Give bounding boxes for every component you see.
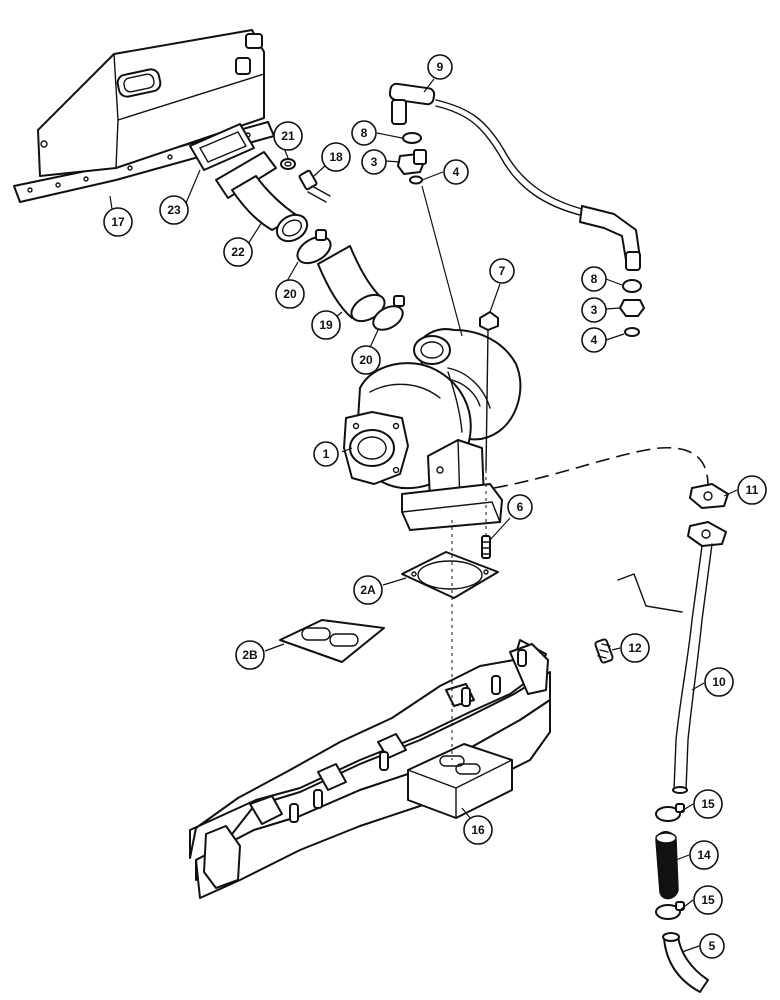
callout-8-upper: 8: [351, 120, 377, 146]
callout-3-lower: 3: [581, 297, 607, 323]
callout-16: 16: [463, 815, 493, 845]
callout-5: 5: [699, 933, 725, 959]
nut-and-stud: [479, 311, 499, 471]
washer: [280, 158, 296, 170]
oil-supply-line: [388, 82, 641, 271]
callout-9: 9: [427, 54, 453, 80]
fitting-lower: [619, 279, 645, 337]
elbow-gasket: [189, 123, 255, 171]
callout-2b: 2B: [235, 640, 265, 670]
svg-text:3: 3: [591, 303, 598, 317]
air-elbow: [215, 151, 309, 243]
svg-text:7: 7: [499, 264, 506, 278]
callout-12: 12: [620, 633, 650, 663]
svg-text:20: 20: [283, 287, 297, 301]
callout-7: 7: [489, 258, 515, 284]
callout-4-lower: 4: [581, 327, 607, 353]
callout-20-upper: 20: [275, 279, 305, 309]
callout-6: 6: [507, 494, 533, 520]
callout-15-lower: 15: [693, 885, 723, 915]
callout-21: 21: [273, 121, 303, 151]
callout-23: 23: [159, 195, 189, 225]
callout-14: 14: [689, 840, 719, 870]
callout-11: 11: [737, 475, 767, 505]
drain-hose-clamp-upper: [655, 803, 685, 822]
bolt: [298, 169, 331, 203]
svg-text:2B: 2B: [242, 648, 258, 662]
callout-leaders: [109, 78, 738, 953]
callout-17: 17: [103, 207, 133, 237]
drain-bolt: [594, 638, 614, 664]
fitting-upper: [397, 132, 427, 185]
turbocharger: [343, 328, 522, 531]
svg-text:9: 9: [437, 60, 444, 74]
svg-text:11: 11: [746, 483, 759, 497]
callout-8-lower: 8: [581, 266, 607, 292]
svg-text:23: 23: [167, 203, 181, 217]
svg-text:2A: 2A: [360, 583, 376, 597]
svg-text:20: 20: [359, 353, 373, 367]
exhaust-manifold: [189, 639, 551, 899]
svg-text:5: 5: [709, 939, 716, 953]
callout-20-lower: 20: [351, 345, 381, 375]
turbo-gasket: [401, 551, 499, 599]
alignment-lines: [421, 185, 709, 760]
callout-19: 19: [311, 310, 341, 340]
callout-18: 18: [321, 142, 351, 172]
drain-hose-clamp-lower: [655, 901, 685, 920]
manifold-gasket: [279, 619, 385, 663]
callout-2a: 2A: [353, 575, 383, 605]
svg-text:15: 15: [701, 797, 715, 811]
callout-3-upper: 3: [361, 149, 387, 175]
svg-text:4: 4: [453, 165, 460, 179]
hose-clamp-upper: [296, 229, 332, 265]
svg-text:4: 4: [591, 333, 598, 347]
svg-text:6: 6: [517, 500, 524, 514]
svg-text:16: 16: [471, 823, 485, 837]
svg-text:8: 8: [591, 272, 598, 286]
svg-text:8: 8: [361, 126, 368, 140]
svg-text:21: 21: [281, 129, 295, 143]
svg-text:15: 15: [701, 893, 715, 907]
stud: [481, 535, 491, 559]
drain-tube-lower: [662, 932, 709, 993]
svg-text:12: 12: [628, 641, 642, 655]
svg-text:1: 1: [323, 447, 330, 461]
svg-text:14: 14: [697, 848, 711, 862]
callout-15-upper: 15: [693, 789, 723, 819]
svg-text:3: 3: [371, 155, 378, 169]
callout-22: 22: [223, 237, 253, 267]
hose-clamp-lower: [372, 295, 405, 331]
drain-tube-flange: [689, 483, 729, 509]
svg-text:17: 17: [111, 215, 125, 229]
drain-hose: [655, 831, 679, 900]
callout-1: 1: [313, 441, 339, 467]
svg-text:19: 19: [319, 318, 333, 332]
callout-4-upper: 4: [443, 159, 469, 185]
svg-text:18: 18: [329, 150, 343, 164]
oil-drain-tube: [672, 521, 727, 794]
svg-text:10: 10: [712, 675, 726, 689]
svg-text:22: 22: [231, 245, 245, 259]
callout-10: 10: [704, 667, 734, 697]
